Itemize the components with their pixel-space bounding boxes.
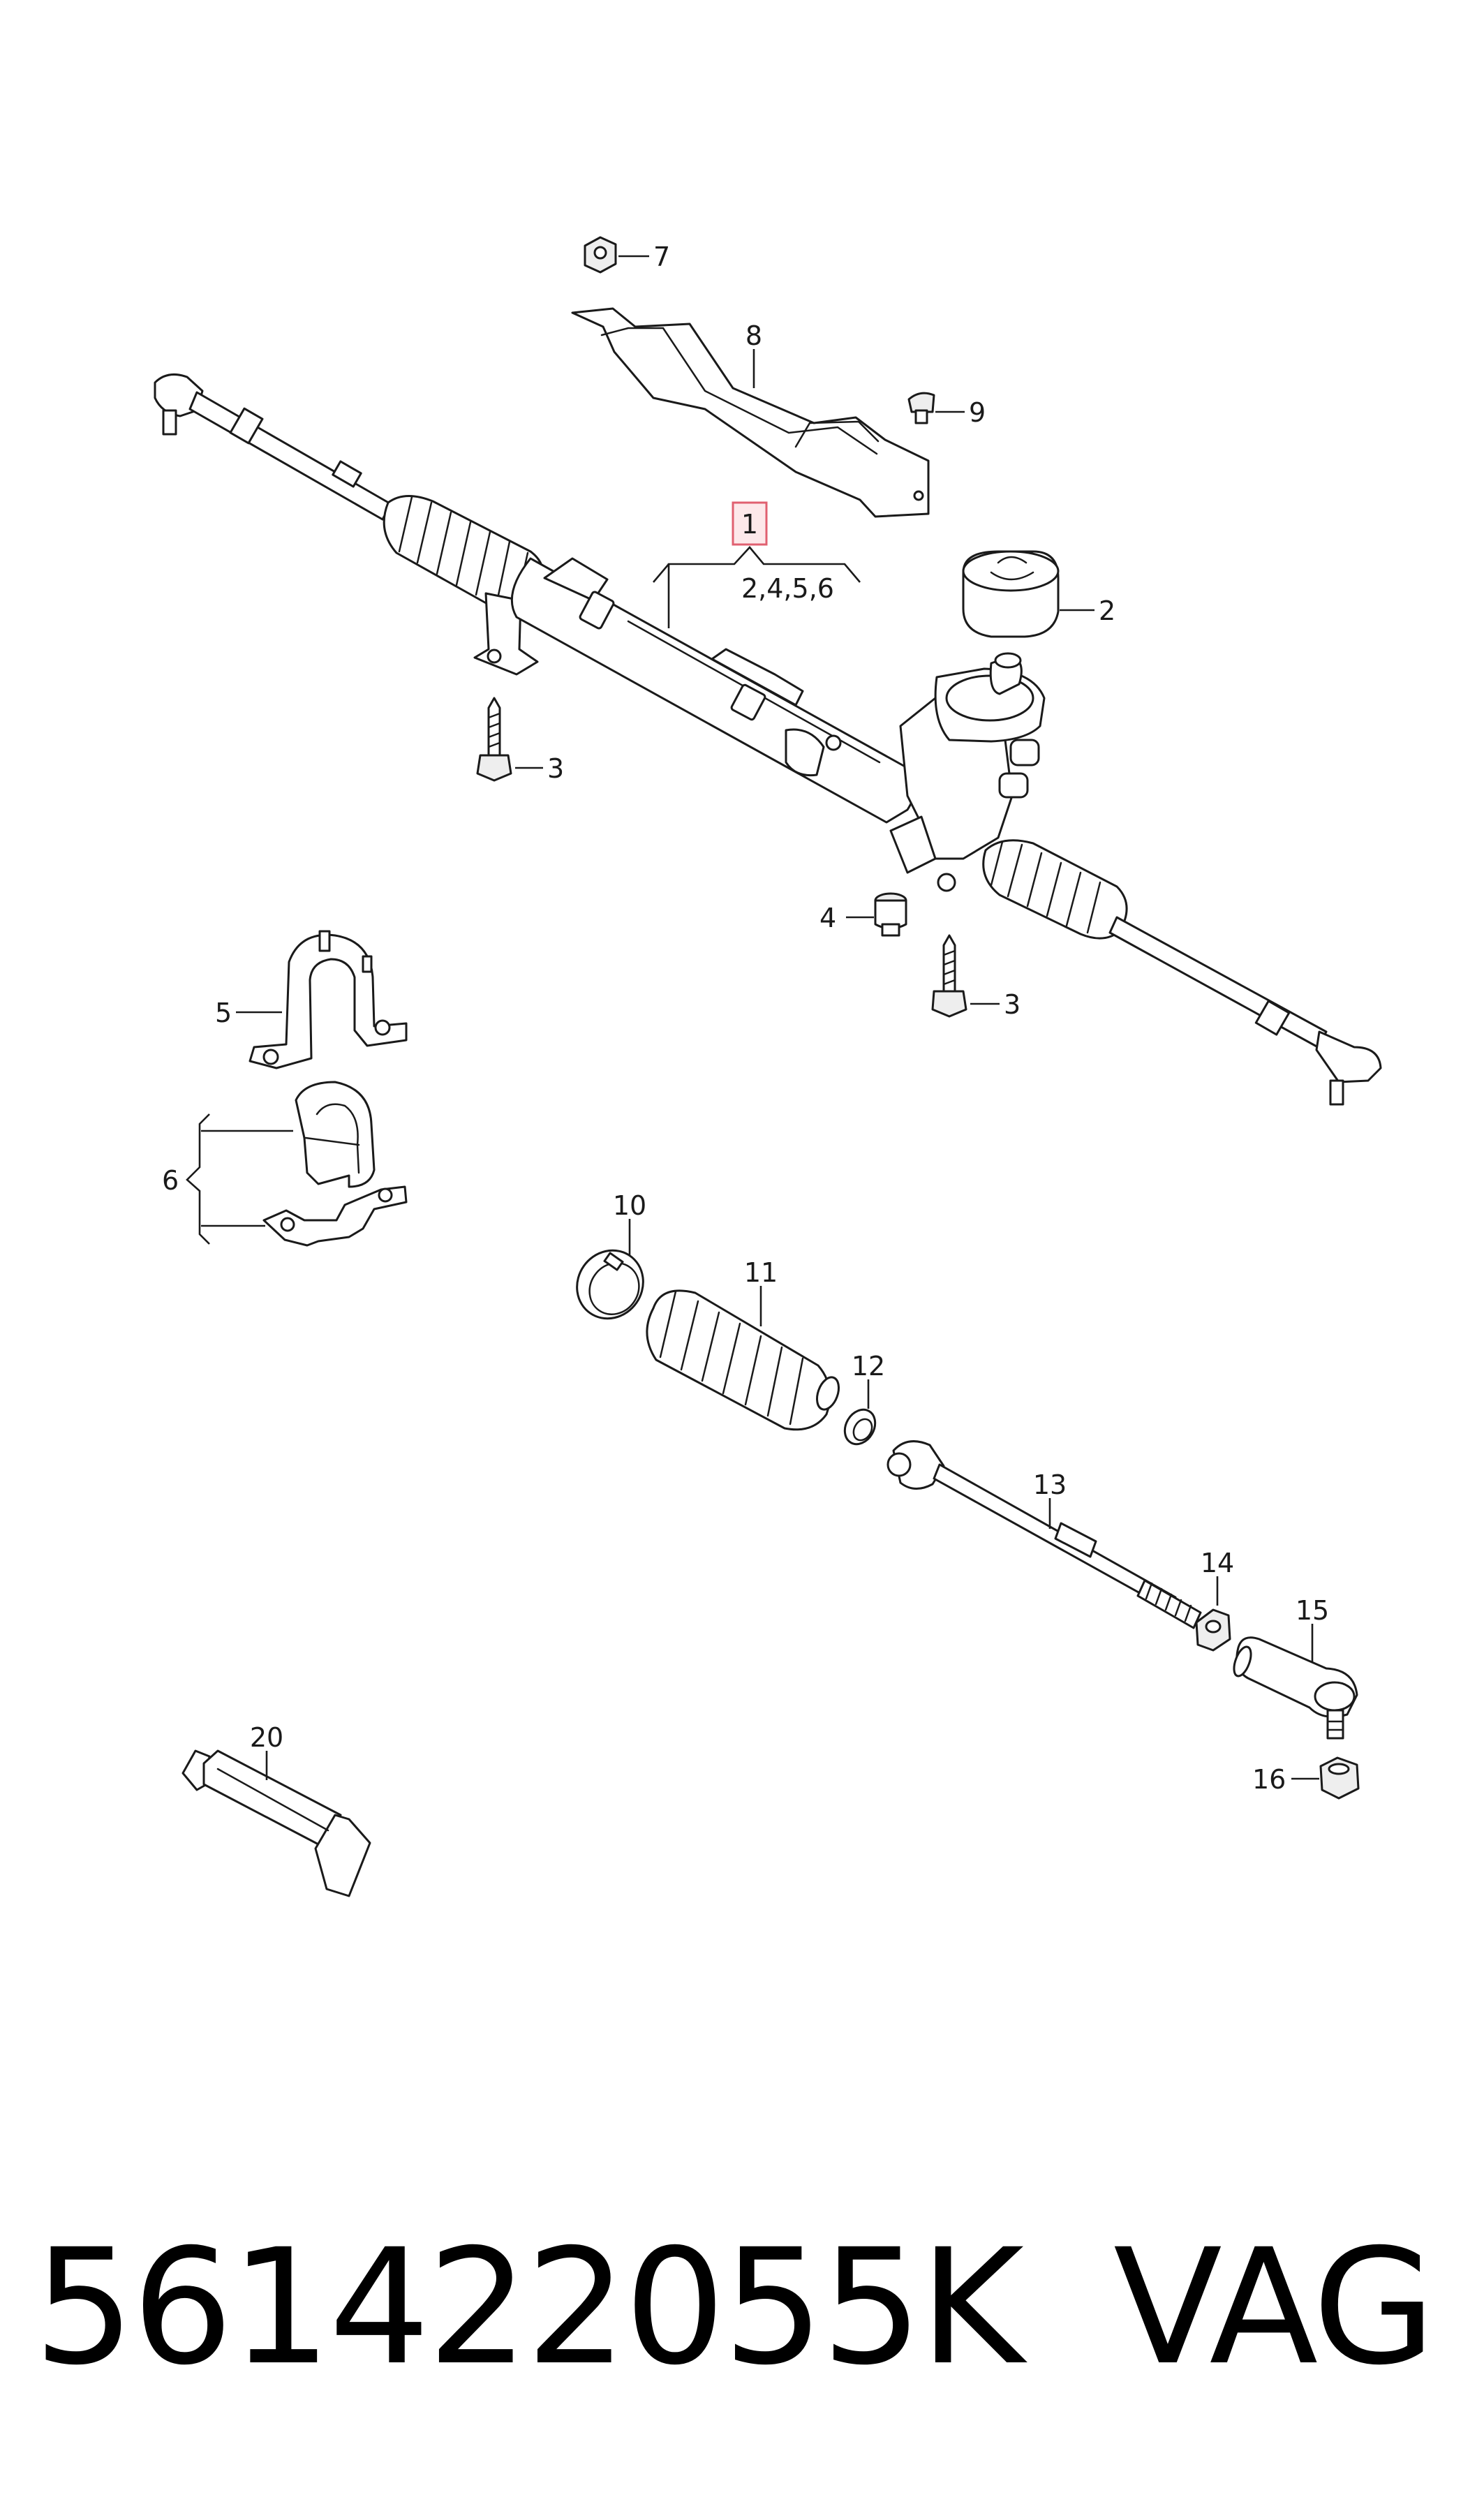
callout-9-label: 9 — [969, 397, 986, 428]
callout-7-label: 7 — [653, 242, 670, 272]
callout-4-label: 4 — [819, 903, 836, 933]
heat-shield-8[interactable] — [571, 307, 930, 518]
lock-nut-14[interactable] — [1195, 1608, 1231, 1652]
screw-9[interactable] — [907, 392, 935, 424]
callout-20-label: 20 — [250, 1722, 283, 1753]
callout-16-label: 16 — [1252, 1764, 1286, 1795]
plug-4[interactable] — [874, 892, 907, 937]
clip-12[interactable] — [839, 1404, 882, 1449]
callout-1[interactable]: 1 — [732, 501, 768, 546]
part-number-caption: 561422055K — [34, 2214, 1024, 2400]
nut-7[interactable] — [584, 236, 617, 274]
callout-11-label: 11 — [744, 1257, 778, 1288]
callout-1-sub-label: 2,4,5,6 — [741, 573, 834, 604]
steering-rack-assembly[interactable] — [154, 373, 1382, 1106]
rubber-bush-6[interactable] — [295, 1081, 376, 1188]
nut-16[interactable] — [1319, 1756, 1360, 1800]
brand-caption: VAG — [1113, 2214, 1436, 2400]
bolt-3-right[interactable] — [931, 934, 967, 1018]
callout-13-label: 13 — [1033, 1469, 1067, 1500]
callout-1-bracket — [653, 546, 861, 628]
callout-6-bracket — [186, 1113, 293, 1245]
callout-12-label: 12 — [852, 1351, 885, 1382]
callout-5-label: 5 — [215, 998, 232, 1028]
bellows-11[interactable] — [646, 1289, 843, 1431]
callout-8-label: 8 — [745, 320, 762, 351]
callout-3b-label: 3 — [1004, 989, 1021, 1020]
inner-tie-rod-13[interactable] — [886, 1440, 1202, 1629]
callout-1-highlight — [732, 501, 768, 546]
pinion-cap-2[interactable] — [962, 550, 1060, 638]
clamp-ring-10[interactable] — [564, 1238, 657, 1332]
callout-14-label: 14 — [1201, 1548, 1234, 1578]
tie-rod-end-15[interactable] — [1231, 1636, 1358, 1740]
grease-tube-20[interactable] — [181, 1749, 371, 1897]
callout-2-label: 2 — [1099, 595, 1115, 626]
bolt-3-left[interactable] — [476, 697, 512, 782]
callout-10-label: 10 — [613, 1190, 646, 1221]
mounting-plate-6[interactable] — [262, 1185, 408, 1247]
clamp-bracket-5[interactable] — [248, 930, 408, 1069]
callout-6-label: 6 — [162, 1165, 179, 1196]
callout-15-label: 15 — [1296, 1595, 1329, 1626]
callout-1-label: 1 — [741, 509, 758, 540]
callout-3a-label: 3 — [547, 753, 564, 784]
